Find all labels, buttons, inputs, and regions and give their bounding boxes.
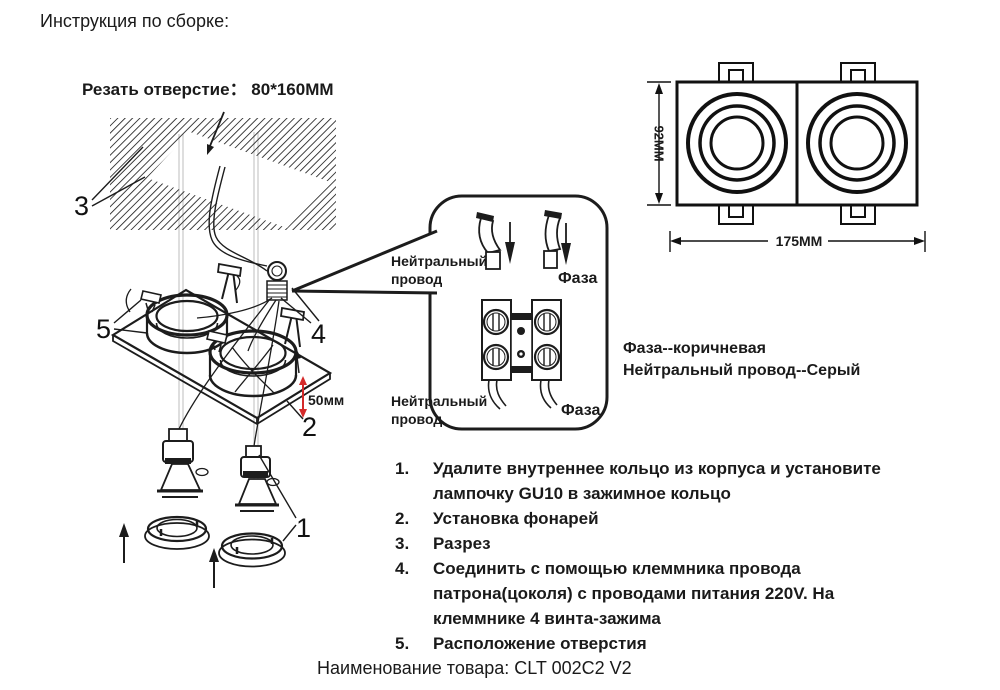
- neutral-wire-label-bottom: Нейтральный провод: [391, 393, 488, 427]
- wire-color-note-neutral: Нейтральный провод--Серый: [623, 362, 861, 379]
- step-4: 4. Соединить с помощью клеммника провода…: [395, 556, 892, 631]
- part-label-4: 4: [311, 319, 327, 349]
- step-number: 4.: [395, 559, 410, 578]
- part-label-3: 3: [74, 191, 90, 221]
- step-text: Установка фонарей: [433, 509, 599, 528]
- step-text: Удалите внутреннее кольцо из корпуса и у…: [433, 459, 881, 503]
- step-text: Расположение отверстия: [433, 634, 647, 653]
- step-5: 5. Расположение отверстия: [395, 631, 892, 656]
- depth-arrow: [299, 376, 307, 418]
- phase-label-top: Фаза: [558, 270, 598, 287]
- step-number: 2.: [395, 509, 410, 528]
- step-number: 5.: [395, 634, 410, 653]
- height-dimension-label: 92MM: [651, 125, 667, 162]
- wire-color-note-phase: Фаза--коричневая: [623, 340, 766, 357]
- product-name: Наименование товара: CLT 002C2 V2: [317, 658, 632, 678]
- step-2: 2. Установка фонарей: [395, 506, 892, 531]
- step-number: 1.: [395, 459, 410, 478]
- assembly-steps-list: 1. Удалите внутреннее кольцо из корпуса …: [395, 456, 892, 656]
- neutral-wire-label-top: Нейтральный провод: [391, 253, 488, 287]
- cut-hole-label: Резать отверстие： 80*160ММ: [82, 80, 334, 99]
- exploded-view: [110, 165, 333, 588]
- depth-dimension-label: 50мм: [308, 392, 345, 408]
- width-dimension-label: 175MM: [770, 233, 828, 249]
- part-label-5: 5: [96, 314, 112, 344]
- step-1: 1. Удалите внутреннее кольцо из корпуса …: [395, 456, 892, 506]
- projection-lines: [178, 132, 259, 503]
- dimension-drawing: [647, 62, 926, 252]
- step-number: 3.: [395, 534, 410, 553]
- part-label-1: 1: [296, 513, 312, 543]
- phase-label-bottom: Фаза: [561, 402, 601, 419]
- step-text: Разрез: [433, 534, 491, 553]
- part-label-2: 2: [302, 412, 318, 442]
- step-3: 3. Разрез: [395, 531, 892, 556]
- page-title: Инструкция по сборке:: [40, 11, 230, 31]
- step-text: Соединить с помощью клеммника провода па…: [433, 559, 835, 628]
- cut-hole-diagram: [91, 111, 336, 230]
- callout-bubble: [291, 194, 609, 431]
